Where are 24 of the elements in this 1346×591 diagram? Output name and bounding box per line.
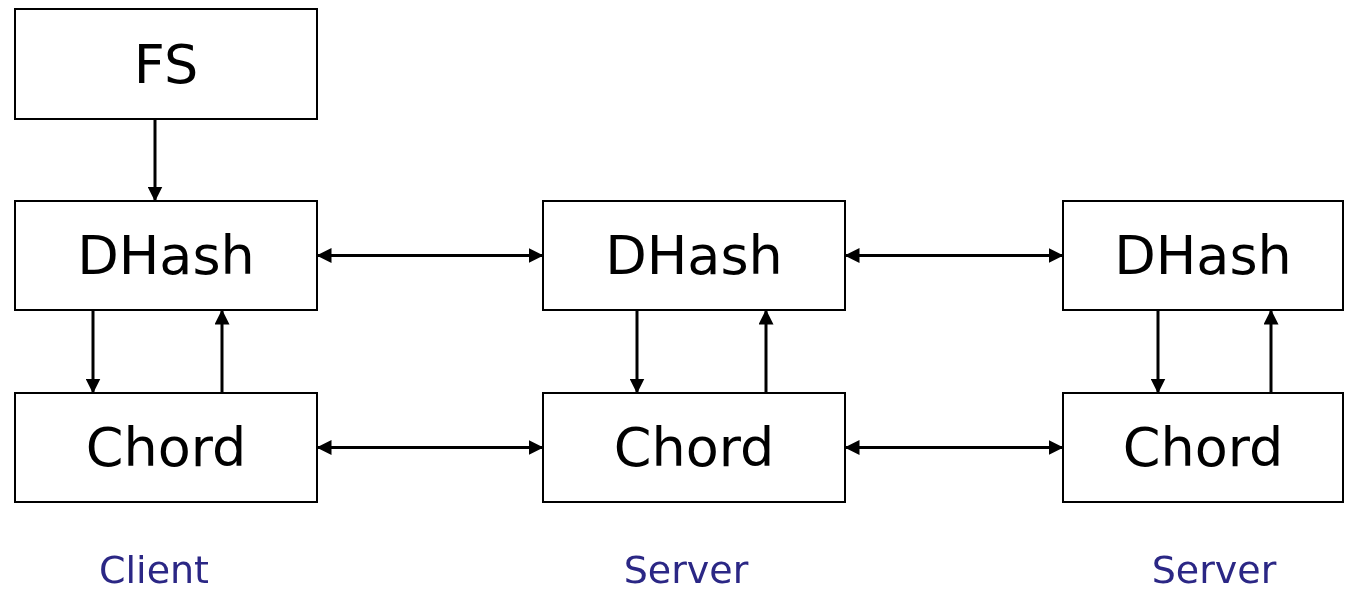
process-box [1062,392,1344,503]
process-box [14,8,318,120]
arrow [758,309,774,392]
box-label: Chord [85,416,247,479]
process-box [14,200,318,311]
column-caption: Server [623,548,749,591]
box-label: DHash [77,224,255,287]
arrow [1150,311,1166,394]
box-label: FS [133,32,199,96]
arrow [85,311,101,394]
arrow [1263,309,1279,392]
process-box [1062,200,1344,311]
box-label: Chord [613,416,775,479]
box-label: DHash [1114,224,1292,287]
arrow [147,120,163,202]
arrow [214,309,230,392]
box-label: Chord [1122,416,1284,479]
process-box [542,200,846,311]
column-caption: Client [99,548,209,591]
box-label: DHash [605,224,783,287]
process-box [542,392,846,503]
process-box [14,392,318,503]
column-caption: Server [1151,548,1277,591]
arrow [629,311,645,394]
